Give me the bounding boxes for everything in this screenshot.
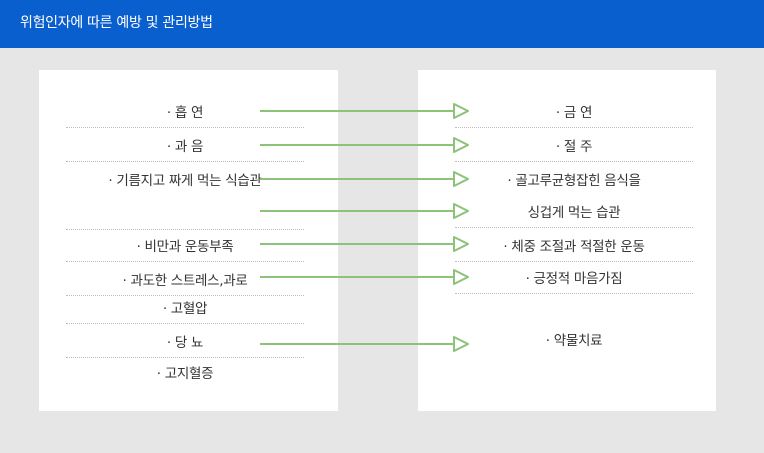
risk-factor-label: · 고혈압 (162, 300, 208, 317)
management-label: · 체중 조절과 적절한 운동 (503, 238, 645, 255)
risk-factor-smoking: · 흡 연 (66, 94, 304, 128)
risk-factor-hyperlipidemia: · 고지혈증 (66, 355, 304, 389)
risk-factor-diet: · 기름지고 짜게 먹는 식습관 (66, 162, 304, 196)
management-label: · 긍정적 마음가짐 (525, 270, 623, 287)
risk-factor-label: · 기름지고 짜게 먹는 식습관 (108, 173, 262, 189)
management-label: · 골고루균형잡힌 음식을 (507, 173, 641, 189)
risk-factor-label: · 당 뇨 (166, 334, 204, 351)
management-weight-exercise: · 체중 조절과 적절한 운동 (455, 228, 693, 262)
page-title: 위험인자에 따른 예방 및 관리방법 (20, 15, 213, 31)
risk-factor-diet-continued (66, 196, 304, 230)
management-balanced-diet: · 골고루균형잡힌 음식을 (455, 162, 693, 196)
header-bar: 위험인자에 따른 예방 및 관리방법 (0, 0, 764, 48)
risk-factor-diabetes: · 당 뇨 (66, 324, 304, 358)
risk-factor-label: · 과 음 (166, 138, 204, 155)
risk-factor-obesity: · 비만과 운동부족 (66, 228, 304, 262)
management-moderate-drinking: · 절 주 (455, 128, 693, 162)
management-medication: · 약물치료 (455, 322, 693, 356)
risk-factor-stress: · 과도한 스트레스,과로 (66, 262, 304, 296)
risk-factor-panel (39, 70, 338, 411)
management-positive-mind: · 긍정적 마음가짐 (455, 260, 693, 294)
management-quit-smoking: · 금 연 (455, 94, 693, 128)
risk-factor-drinking: · 과 음 (66, 128, 304, 162)
risk-factor-label: · 고지혈증 (156, 366, 214, 382)
management-low-salt-habit: 싱겁게 먹는 습관 (455, 194, 693, 228)
management-label: · 절 주 (555, 138, 593, 155)
risk-factor-hypertension: · 고혈압 (66, 290, 304, 324)
risk-factor-label: · 과도한 스트레스,과로 (122, 272, 248, 289)
risk-factor-label: · 비만과 운동부족 (136, 238, 234, 255)
management-label: · 약물치료 (545, 333, 603, 349)
management-label: 싱겁게 먹는 습관 (527, 204, 621, 221)
risk-factor-label: · 흡 연 (166, 104, 204, 121)
management-label: · 금 연 (555, 104, 593, 121)
